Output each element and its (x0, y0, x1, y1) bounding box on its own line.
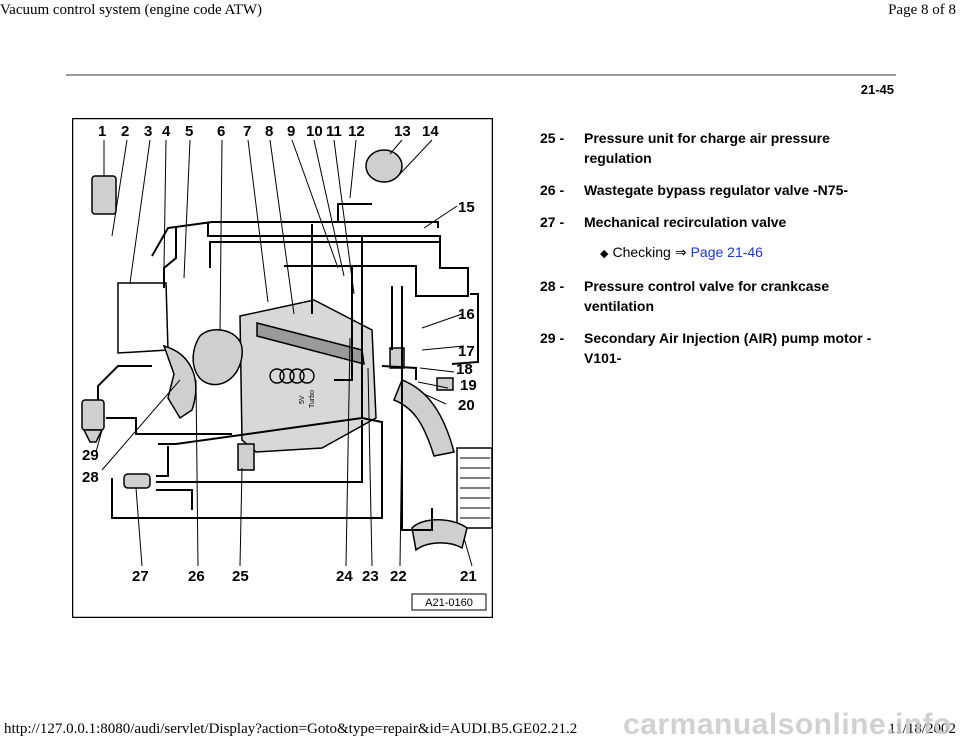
callout-4: 4 (162, 123, 171, 140)
legend-text: Pressure unit for charge air pressure re… (584, 130, 830, 166)
legend-text: Mechanical recirculation valve (584, 214, 787, 230)
callout-2: 2 (121, 123, 129, 140)
legend-item-29: 29 - Secondary Air Injection (AIR) pump … (540, 328, 900, 368)
legend-text: Pressure control valve for crankcase ven… (584, 278, 830, 314)
callout-22: 22 (390, 568, 407, 585)
legend-number: 26 - (540, 182, 565, 198)
callout-24: 24 (336, 568, 353, 585)
callout-16: 16 (458, 306, 475, 323)
header-rule (66, 74, 896, 76)
page-number: 21-45 (860, 82, 894, 97)
engine-mark-turbo: Turbo (309, 390, 316, 408)
callout-5: 5 (185, 123, 193, 140)
legend-item-27: 27 - Mechanical recirculation valve (540, 212, 900, 232)
callout-12: 12 (348, 123, 365, 140)
page-indicator: Page 8 of 8 (888, 2, 956, 18)
diamond-bullet-icon: ◆ (600, 248, 609, 260)
callout-26: 26 (188, 568, 205, 585)
legend-item-28: 28 - Pressure control valve for crankcas… (540, 276, 900, 316)
checking-reference: ◆Checking⇒Page 21-46 (600, 242, 900, 264)
callout-20: 20 (458, 397, 475, 414)
document-title: Vacuum control system (engine code ATW) (0, 2, 263, 18)
legend-number: 28 - (540, 278, 565, 294)
legend-number: 27 - (540, 214, 565, 230)
watermark: carmanualsonline.info (623, 708, 952, 741)
legend: 25 - Pressure unit for charge air pressu… (540, 128, 900, 380)
callout-23: 23 (362, 568, 379, 585)
legend-item-26: 26 - Wastegate bypass regulator valve -N… (540, 180, 900, 200)
double-arrow-icon: ⇒ (674, 244, 687, 260)
page-link[interactable]: Page 21-46 (690, 244, 763, 260)
callout-9: 9 (287, 123, 295, 140)
legend-number: 25 - (540, 130, 565, 146)
legend-text: Wastegate bypass regulator valve -N75- (584, 182, 849, 198)
callout-28: 28 (82, 469, 99, 486)
vacuum-diagram: 5V Turbo 1 2 3 4 5 6 7 8 9 10 11 12 13 1… (72, 118, 493, 618)
page-footer: http://127.0.0.1:8080/audi/servlet/Displ… (0, 720, 960, 742)
callout-15: 15 (458, 199, 475, 216)
callout-10: 10 (306, 123, 323, 140)
legend-number: 29 - (540, 330, 565, 346)
callout-19: 19 (460, 377, 477, 394)
callout-7: 7 (243, 123, 251, 140)
callout-25: 25 (232, 568, 249, 585)
page-header: Vacuum control system (engine code ATW) … (0, 0, 960, 22)
footer-url: http://127.0.0.1:8080/audi/servlet/Displ… (4, 721, 578, 737)
legend-text: Secondary Air Injection (AIR) pump motor… (584, 330, 872, 366)
callout-29: 29 (82, 447, 99, 464)
callout-18: 18 (456, 361, 473, 378)
legend-item-25: 25 - Pressure unit for charge air pressu… (540, 128, 900, 168)
callout-6: 6 (217, 123, 225, 140)
callout-3: 3 (144, 123, 152, 140)
callout-8: 8 (265, 123, 273, 140)
callout-21: 21 (460, 568, 477, 585)
callout-27: 27 (132, 568, 149, 585)
callout-17: 17 (458, 343, 475, 360)
callout-1: 1 (98, 123, 106, 140)
engine-mark-5v: 5V (299, 395, 306, 404)
footer-date: 11/18/2002 (888, 721, 956, 737)
callout-13: 13 (394, 123, 411, 140)
vacuum-diagram-figure: 5V Turbo 1 2 3 4 5 6 7 8 9 10 11 12 13 1… (72, 118, 493, 618)
figure-code: A21-0160 (425, 597, 473, 609)
callout-14: 14 (422, 123, 439, 140)
callout-11: 11 (326, 123, 342, 140)
checking-label: Checking (612, 244, 671, 260)
